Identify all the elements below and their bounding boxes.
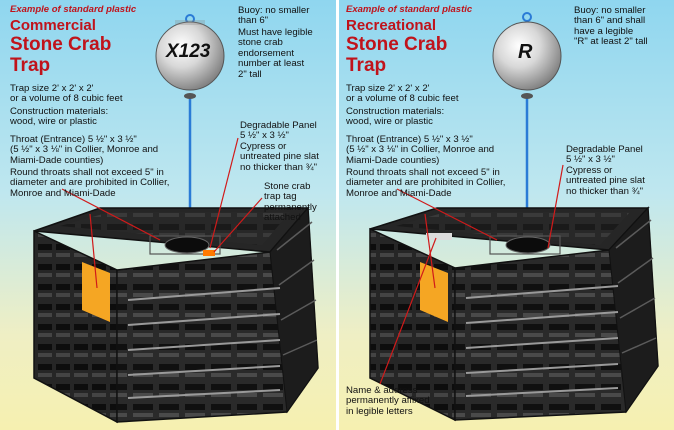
right-buoy-eye [522, 12, 532, 22]
left-trap-top-mesh [60, 212, 290, 245]
panel-divider [336, 0, 339, 430]
left-trap [33, 14, 319, 424]
left-trap-tag [203, 250, 215, 256]
left-endorsement-note: Must have legible stone crab endorsement… [238, 27, 313, 80]
right-trap-front-slats [465, 285, 619, 397]
left-trap-size: Trap size 2' x 2' x 2' or a volume of 8 … [10, 83, 123, 105]
left-buoy [155, 20, 225, 99]
right-trap-end-slats [615, 219, 657, 354]
left-trap-end-slats [276, 221, 318, 356]
right-title-line2: Stone Crab [346, 34, 448, 55]
left-round-throats: Round throats shall not exceed 5" in dia… [10, 167, 170, 199]
left-title-line1: Commercial [10, 17, 96, 34]
right-throat-frame [489, 235, 561, 255]
right-header: Example of standard plastic [346, 4, 473, 15]
right-name-address: Name & address permanently affixed in le… [346, 385, 430, 417]
left-throat-opening [164, 236, 210, 254]
left-trap-tag-note: Stone crab trap tag permanently attached [264, 181, 317, 224]
right-throat: Throat (Entrance) 5 ½" x 3 ½" (5 ½" x 3 … [346, 134, 495, 166]
right-cypress: Cypress or untreated pine slat no thicke… [566, 165, 645, 197]
right-degradable: Degradable Panel 5 ½" x 3 ½" [566, 144, 643, 166]
left-trap-front-slats [127, 287, 281, 399]
left-buoy-note: Buoy: no smaller than 6" [238, 5, 310, 27]
right-buoy-note: Buoy: no smaller than 6" and shall have … [574, 5, 648, 48]
left-degradable: Degradable Panel 5 ½" x 3 ½" [240, 120, 317, 142]
left-trap-side [33, 229, 118, 424]
left-cypress: Cypress or untreated pine slat no thicke… [240, 141, 319, 173]
right-trap-size: Trap size 2' x 2' x 2' or a volume of 8 … [346, 83, 459, 105]
left-materials: Construction materials: wood, wire or pl… [10, 106, 109, 128]
right-materials: Construction materials: wood, wire or pl… [346, 106, 445, 128]
left-buoy-marking: X123 [166, 41, 211, 62]
right-round-throats: Round throats shall not exceed 5" in dia… [346, 167, 506, 199]
right-title-line1: Recreational [346, 17, 437, 34]
left-trap-end [269, 206, 319, 414]
left-leader-lines [61, 137, 263, 289]
right-name-plate [426, 233, 452, 240]
right-leader-lines [379, 164, 564, 385]
right-buoy [492, 21, 562, 99]
right-throat-opening [505, 236, 551, 254]
right-trap-top-mesh [396, 212, 630, 245]
left-header: Example of standard plastic [10, 4, 137, 15]
right-trap [369, 12, 659, 422]
left-throat: Throat (Entrance) 5 ½" x 3 ½" (5 ½" x 3 … [10, 134, 159, 166]
left-title-line3: Trap [10, 55, 51, 76]
left-title-line2: Stone Crab [10, 34, 112, 55]
right-degradable-panel [420, 262, 448, 322]
left-degradable-panel [82, 262, 110, 322]
right-title-line3: Trap [346, 55, 387, 76]
right-buoy-marking: R [518, 41, 533, 63]
